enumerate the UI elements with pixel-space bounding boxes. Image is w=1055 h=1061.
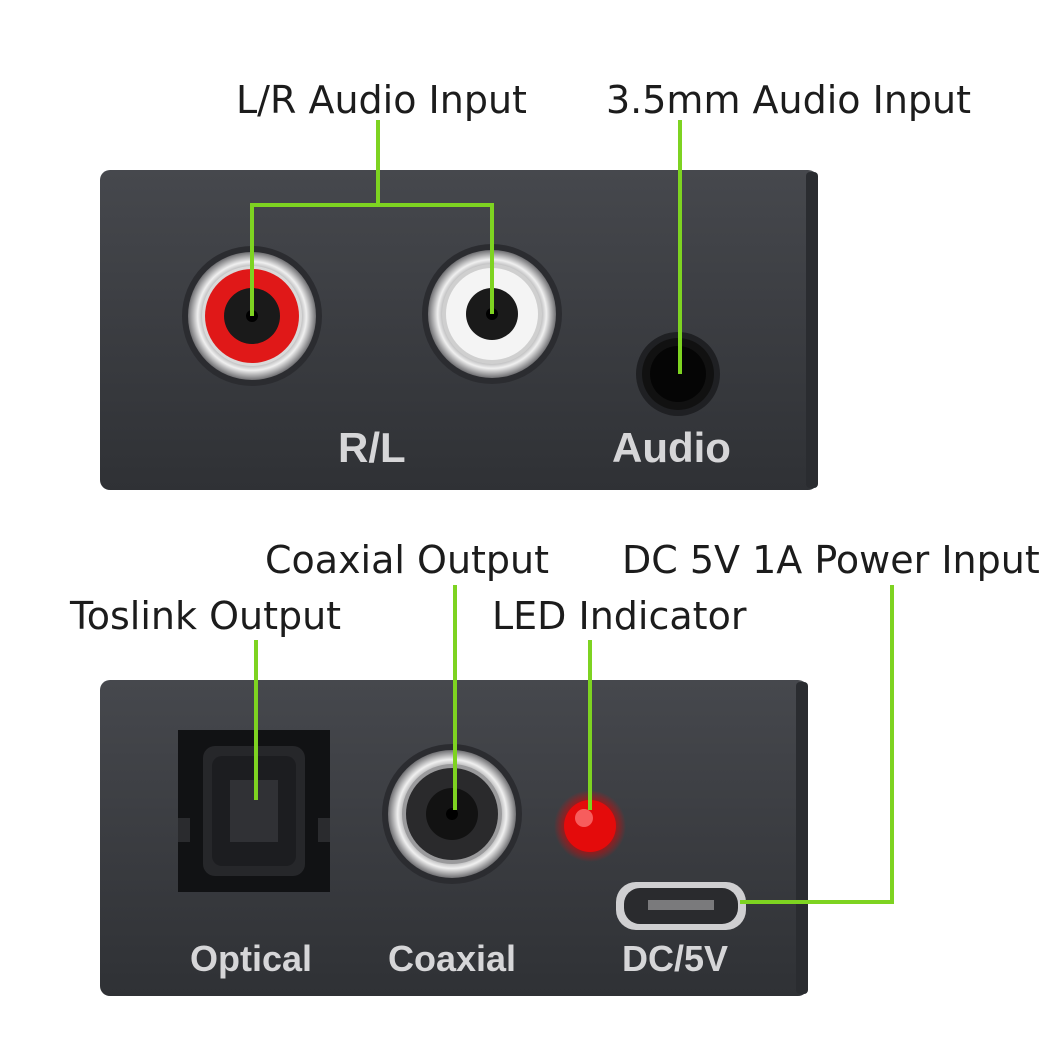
callout-coaxial-output: Coaxial Output — [265, 538, 550, 582]
label-coaxial: Coaxial — [388, 938, 517, 979]
coaxial-jack — [382, 744, 522, 884]
label-audio: Audio — [612, 424, 731, 471]
label-optical: Optical — [190, 938, 313, 979]
toslink-port — [178, 730, 330, 892]
leader-dc-power — [740, 585, 894, 904]
callout-lr-audio-input: L/R Audio Input — [236, 78, 527, 122]
leader-lr-audio-branch — [378, 203, 494, 314]
label-rl: R/L — [338, 424, 406, 471]
callout-led-indicator: LED Indicator — [492, 594, 747, 638]
micro-usb-port — [616, 882, 746, 930]
leader-lines — [250, 120, 894, 904]
callout-toslink-output: Toslink Output — [70, 594, 342, 638]
callout-dc-power-input: DC 5V 1A Power Input — [622, 538, 1040, 582]
callout-3-5mm-audio-input: 3.5mm Audio Input — [606, 78, 972, 122]
led-indicator-light — [554, 790, 626, 862]
label-dc5v: DC/5V — [622, 938, 729, 979]
leader-lr-audio — [250, 120, 380, 316]
